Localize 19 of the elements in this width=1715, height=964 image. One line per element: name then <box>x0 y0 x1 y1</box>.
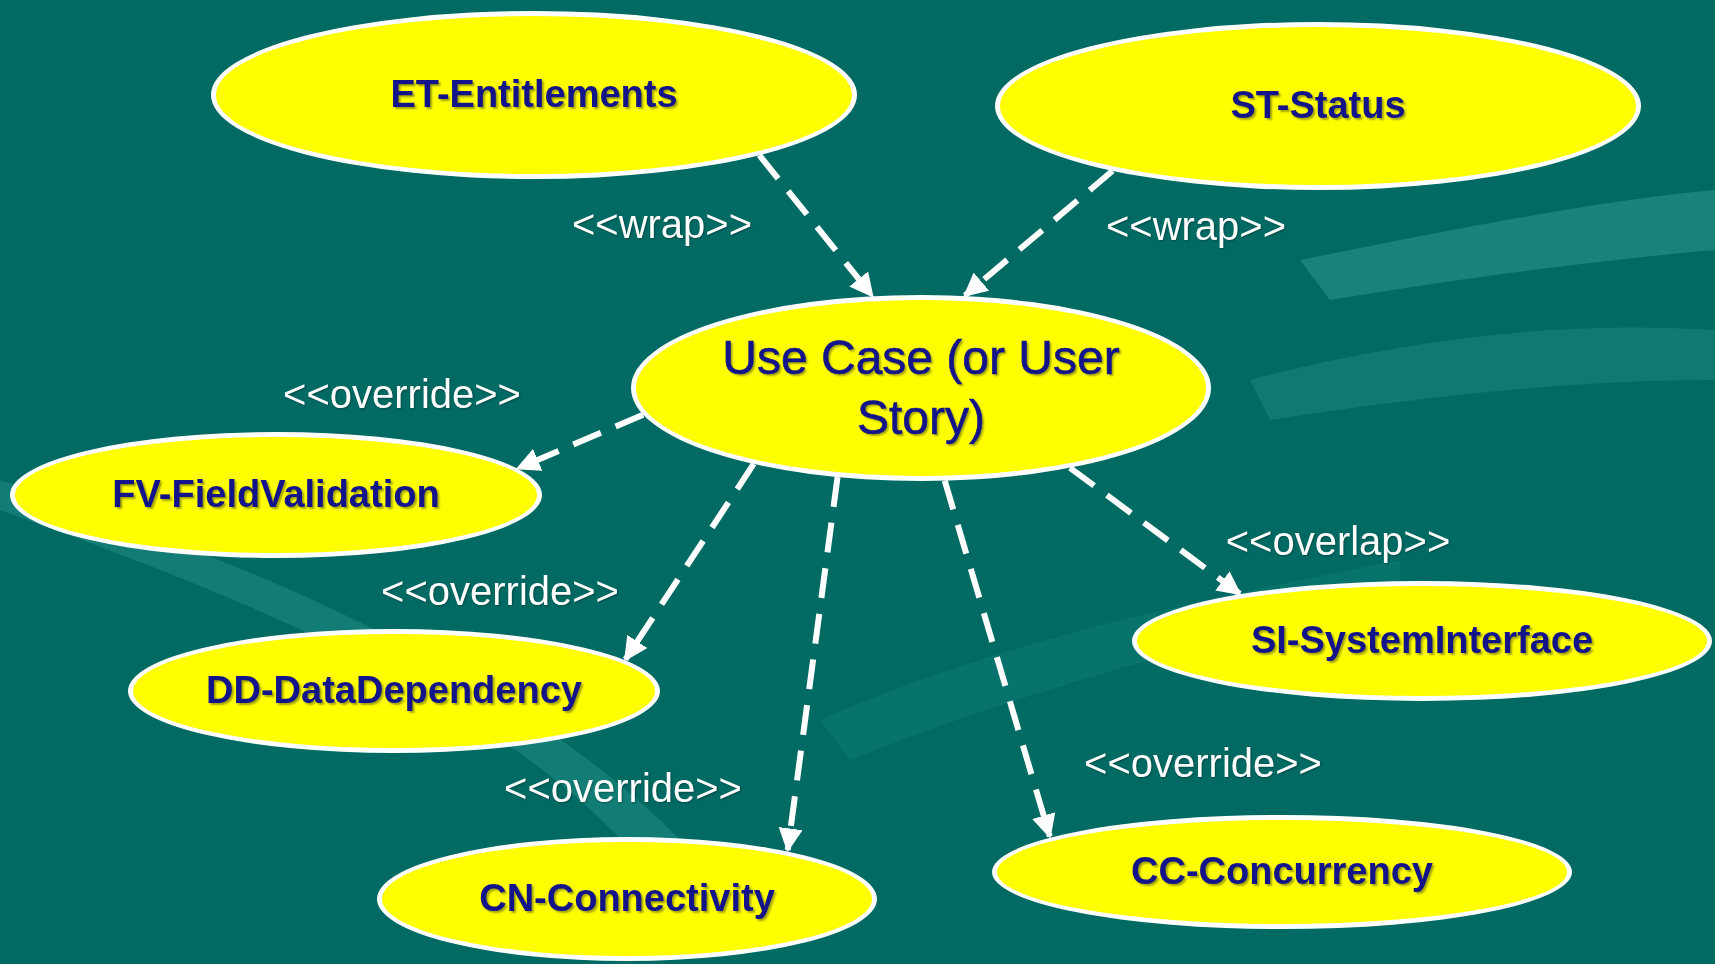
node-label: DD-DataDependency <box>206 668 582 714</box>
dashed-arrow <box>1068 465 1242 597</box>
node-label: CN-Connectivity <box>479 876 775 922</box>
edge-label: <<override>> <box>504 765 742 811</box>
node-label: ST-Status <box>1230 83 1406 129</box>
edge-label: <<override>> <box>1084 740 1322 786</box>
edge-label: <<wrap>> <box>1105 203 1287 249</box>
edge-label: <<override>> <box>283 371 521 417</box>
dashed-arrow <box>622 462 757 662</box>
node-label: FV-FieldValidation <box>112 472 440 518</box>
edge-label: <<override>> <box>381 568 619 614</box>
edge-label: <<overlap>> <box>1225 518 1451 564</box>
node-label: CC-Concurrency <box>1131 849 1433 895</box>
edge-label: <<wrap>> <box>571 201 753 247</box>
dashed-arrow <box>515 411 645 472</box>
node-label: Use Case (or User Story) <box>721 330 1121 446</box>
dashed-arrow <box>941 479 1056 839</box>
node-label: SI-SystemInterface <box>1250 618 1594 664</box>
node-label: ET-Entitlements <box>390 72 678 118</box>
